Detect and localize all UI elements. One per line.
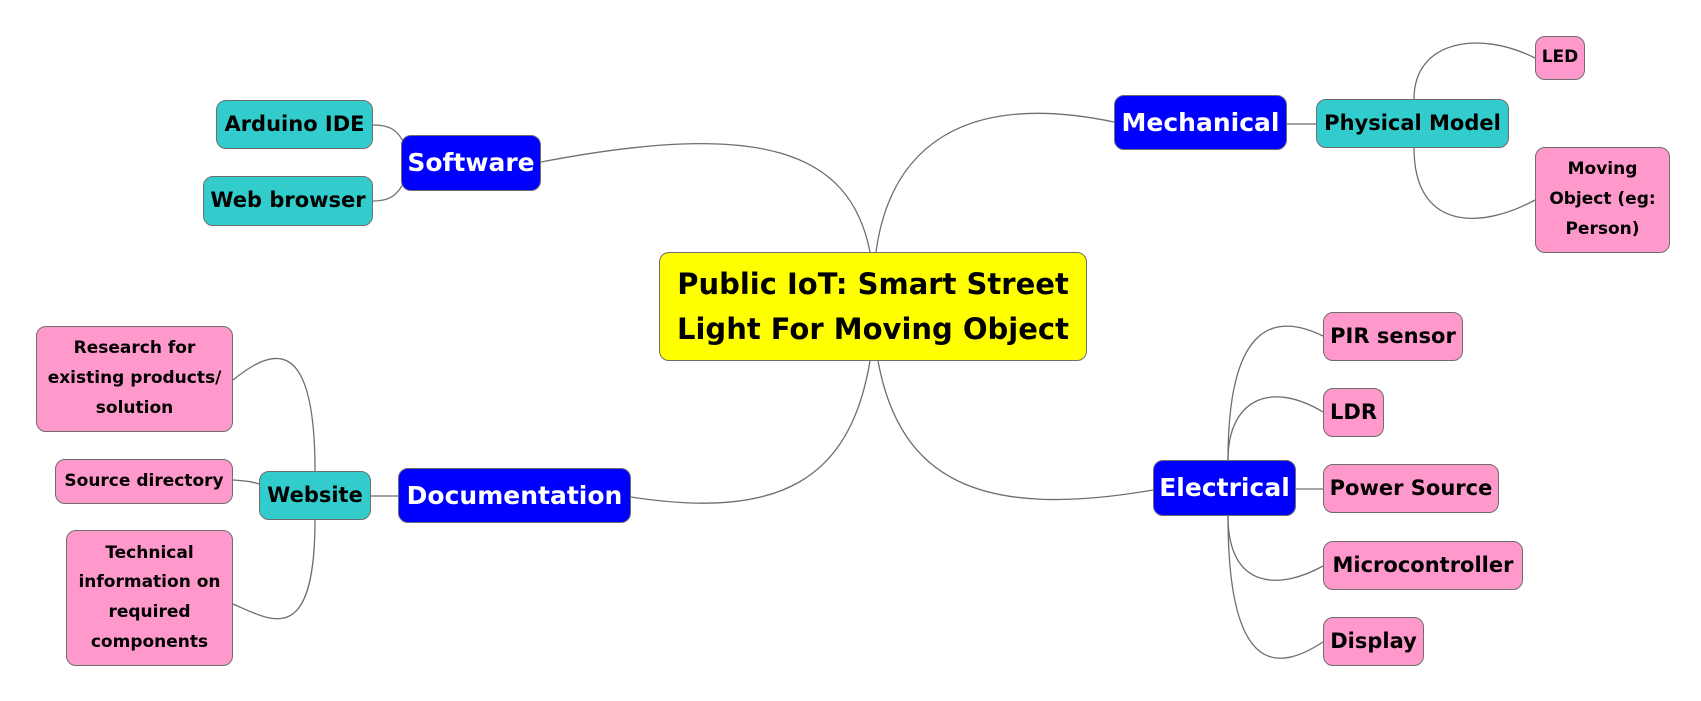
arduino-ide-node[interactable]: Arduino IDE (216, 100, 373, 149)
software-node[interactable]: Software (401, 135, 541, 191)
display-node[interactable]: Display (1323, 617, 1424, 666)
website-node[interactable]: Website (259, 471, 371, 520)
web-browser-node[interactable]: Web browser (203, 176, 373, 226)
edge-website-technical (232, 519, 316, 620)
mechanical-node[interactable]: Mechanical (1114, 95, 1287, 150)
source-directory-node[interactable]: Source directory (55, 459, 233, 504)
technical-information-node[interactable]: Technical information on required compon… (66, 530, 233, 666)
physical-model-node[interactable]: Physical Model (1316, 99, 1509, 148)
edge-root-software (540, 142, 871, 253)
edge-root-documentation (630, 360, 871, 504)
edge-software-browser (372, 179, 406, 202)
edge-software-arduino (372, 124, 406, 146)
edge-electrical-display (1227, 515, 1324, 659)
research-node[interactable]: Research for existing products/ solution (36, 326, 233, 432)
root-node[interactable]: Public IoT: Smart Street Light For Movin… (659, 252, 1087, 361)
ldr-node[interactable]: LDR (1323, 388, 1384, 437)
edge-website-research (232, 357, 316, 472)
edge-physical-led (1413, 42, 1536, 100)
root-label-line2: Light For Moving Object (677, 311, 1069, 346)
edge-root-mechanical (875, 112, 1115, 253)
edge-electrical-pir (1227, 325, 1324, 461)
root-label-line1: Public IoT: Smart Street (677, 266, 1069, 301)
edge-electrical-ldr (1227, 396, 1324, 461)
led-node[interactable]: LED (1535, 36, 1585, 80)
edge-electrical-micro (1227, 515, 1324, 581)
moving-object-node[interactable]: Moving Object (eg: Person) (1535, 147, 1670, 253)
microcontroller-node[interactable]: Microcontroller (1323, 541, 1523, 590)
edge-physical-moving (1413, 147, 1536, 219)
documentation-node[interactable]: Documentation (398, 468, 631, 523)
power-source-node[interactable]: Power Source (1323, 464, 1499, 513)
pir-sensor-node[interactable]: PIR sensor (1323, 312, 1463, 361)
edge-website-source (232, 479, 260, 485)
edge-root-electrical (877, 360, 1154, 501)
electrical-node[interactable]: Electrical (1153, 460, 1296, 516)
